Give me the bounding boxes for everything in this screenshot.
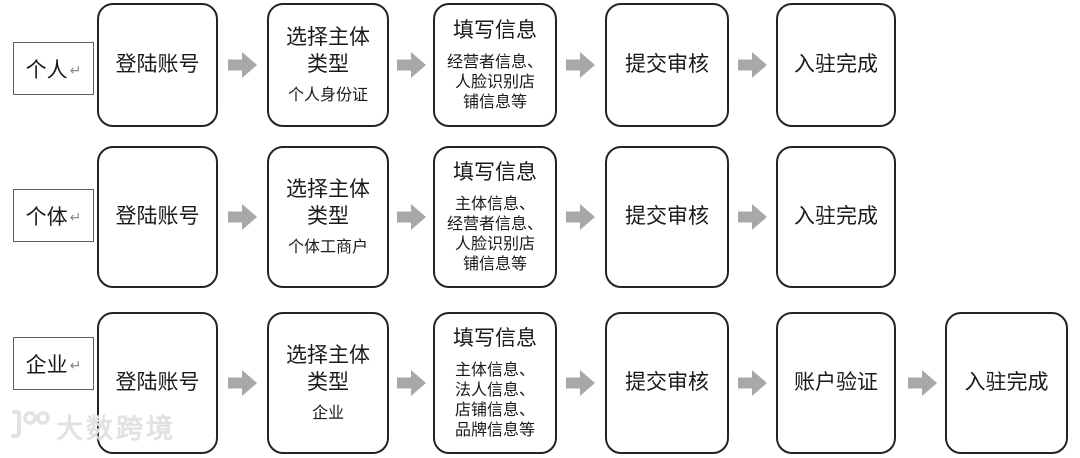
arrow-right-icon	[397, 203, 427, 231]
watermark-logo-icon	[6, 406, 52, 447]
row-label-text: 个人	[25, 58, 68, 82]
flow-box-submit-review: 提交审核	[605, 312, 729, 454]
row-label-text: 个体	[25, 205, 68, 229]
flow-box-entity-type: 选择主体 类型 个体工商户	[267, 146, 389, 288]
arrow-right-icon	[566, 51, 596, 79]
flow-box-title: 提交审核	[625, 53, 709, 77]
watermark-text: 大数跨境	[56, 414, 176, 444]
row-label-individual: 个人 ↵	[13, 42, 94, 95]
arrow-right-icon	[397, 369, 427, 397]
arrow-right-icon	[566, 203, 596, 231]
arrow-right-icon	[908, 369, 938, 397]
arrow-right-icon	[228, 203, 258, 231]
flow-box-login: 登陆账号	[97, 312, 218, 454]
return-mark-icon: ↵	[69, 62, 82, 78]
flow-box-subtext: 经营者信息、 人脸识别店 铺信息等	[446, 53, 543, 111]
flow-box-subtext: 主体信息、 经营者信息、 人脸识别店 铺信息等	[446, 195, 543, 273]
row-label-individual-business: 个体 ↵	[13, 189, 94, 242]
flow-box-submit-review: 提交审核	[605, 146, 729, 288]
arrow-right-icon	[738, 51, 768, 79]
flow-box-entity-type: 选择主体 类型 企业	[267, 312, 389, 454]
flow-box-title: 提交审核	[625, 371, 709, 395]
return-mark-icon: ↵	[69, 209, 82, 225]
row-label-enterprise: 企业 ↵	[13, 337, 94, 390]
flow-box-title: 入驻完成	[964, 371, 1049, 395]
flow-box-fill-info: 填写信息 主体信息、 法人信息、 店铺信息、 品牌信息等	[433, 312, 557, 454]
flow-box-account-verify: 账户验证	[776, 312, 896, 454]
row-label-text: 企业	[25, 353, 68, 377]
flow-box-entity-type: 选择主体 类型 个人身份证	[267, 3, 389, 127]
flow-box-title: 账户验证	[794, 371, 878, 395]
flow-box-title: 登陆账号	[115, 371, 200, 395]
flow-box-fill-info: 填写信息 主体信息、 经营者信息、 人脸识别店 铺信息等	[433, 146, 557, 288]
arrow-right-icon	[397, 51, 427, 79]
flow-box-subtext: 个人身份证	[287, 87, 368, 105]
flow-box-onboard-complete: 入驻完成	[776, 146, 896, 288]
flow-box-onboard-complete: 入驻完成	[945, 312, 1068, 454]
flow-box-title: 入驻完成	[794, 205, 878, 229]
flow-box-fill-info: 填写信息 经营者信息、 人脸识别店 铺信息等	[433, 3, 557, 127]
flow-box-subtext: 企业	[311, 405, 344, 423]
arrow-right-icon	[738, 369, 768, 397]
arrow-right-icon	[738, 203, 768, 231]
flow-box-title: 填写信息	[453, 19, 537, 43]
flow-box-title: 选择主体 类型	[286, 25, 370, 76]
flow-box-title: 填写信息	[453, 161, 537, 185]
flow-box-title: 填写信息	[453, 327, 537, 351]
flow-box-onboard-complete: 入驻完成	[776, 3, 896, 127]
flow-box-title: 入驻完成	[794, 53, 878, 77]
flow-box-title: 登陆账号	[115, 53, 200, 77]
flow-box-title: 登陆账号	[115, 205, 200, 229]
arrow-right-icon	[566, 369, 596, 397]
arrow-right-icon	[228, 369, 258, 397]
flow-box-submit-review: 提交审核	[605, 3, 729, 127]
flow-box-subtext: 主体信息、 法人信息、 店铺信息、 品牌信息等	[454, 361, 535, 439]
flow-box-login: 登陆账号	[97, 146, 218, 288]
flow-box-title: 选择主体 类型	[286, 177, 370, 228]
arrow-right-icon	[228, 51, 258, 79]
watermark: 大数跨境	[6, 406, 176, 447]
flow-box-subtext: 个体工商户	[287, 239, 368, 257]
return-mark-icon: ↵	[69, 357, 82, 373]
flow-box-title: 选择主体 类型	[286, 343, 370, 394]
flow-box-title: 提交审核	[625, 205, 709, 229]
flow-box-login: 登陆账号	[97, 3, 218, 127]
